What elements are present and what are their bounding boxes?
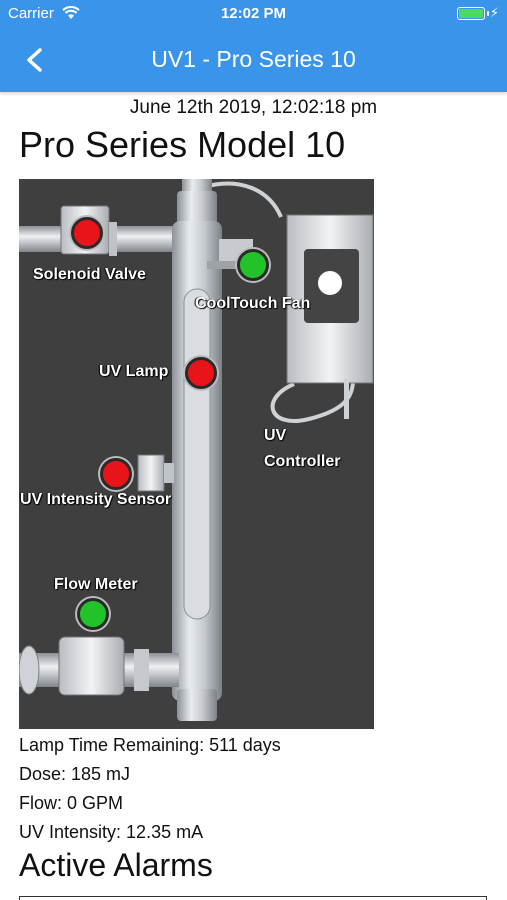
chevron-left-icon — [27, 48, 42, 72]
back-button[interactable] — [20, 44, 50, 76]
system-illustration — [19, 179, 374, 721]
battery-icon — [457, 7, 489, 20]
flow-meter-indicator — [77, 598, 109, 630]
uv-intensity-sensor-label: UV Intensity Sensor — [20, 491, 172, 508]
alarms-table — [19, 896, 487, 900]
dose-reading: Dose: 185 mJ — [19, 764, 131, 784]
uv-controller-indicator — [315, 268, 345, 298]
page-title: Pro Series Model 10 — [19, 124, 346, 165]
wifi-icon — [62, 6, 80, 19]
uv-lamp-label: UV Lamp — [99, 363, 169, 380]
timestamp: June 12th 2019, 12:02:18 pm — [129, 97, 378, 118]
solenoid-valve-label: Solenoid Valve — [33, 266, 146, 283]
system-diagram: Solenoid Valve CoolTouch Fan UV Lamp UV … — [19, 179, 374, 729]
uv-controller-label-line2: Controller — [264, 453, 341, 470]
flow-reading: Flow: 0 GPM — [19, 793, 124, 813]
uv-intensity-reading: UV Intensity: 12.35 mA — [19, 822, 204, 842]
nav-title: UV1 - Pro Series 10 — [151, 46, 356, 72]
active-alarms-heading: Active Alarms — [19, 847, 213, 883]
uv-controller-label-line1: UV — [264, 427, 287, 444]
cooltouch-fan-label: CoolTouch Fan — [195, 295, 311, 312]
cooltouch-fan-indicator — [237, 249, 269, 281]
carrier-label: Carrier — [8, 5, 54, 22]
status-time: 12:02 PM — [220, 5, 287, 22]
flow-meter-label: Flow Meter — [54, 576, 138, 593]
lamp-time-remaining: Lamp Time Remaining: 511 days — [19, 735, 281, 755]
uv-intensity-sensor-indicator — [100, 458, 132, 490]
navigation-bar: UV1 - Pro Series 10 — [0, 28, 507, 92]
charging-icon: ⚡ — [489, 5, 499, 20]
uv-lamp-indicator — [185, 357, 217, 389]
solenoid-valve-indicator — [71, 217, 103, 249]
status-bar: Carrier 12:02 PM ⚡ — [0, 0, 507, 28]
